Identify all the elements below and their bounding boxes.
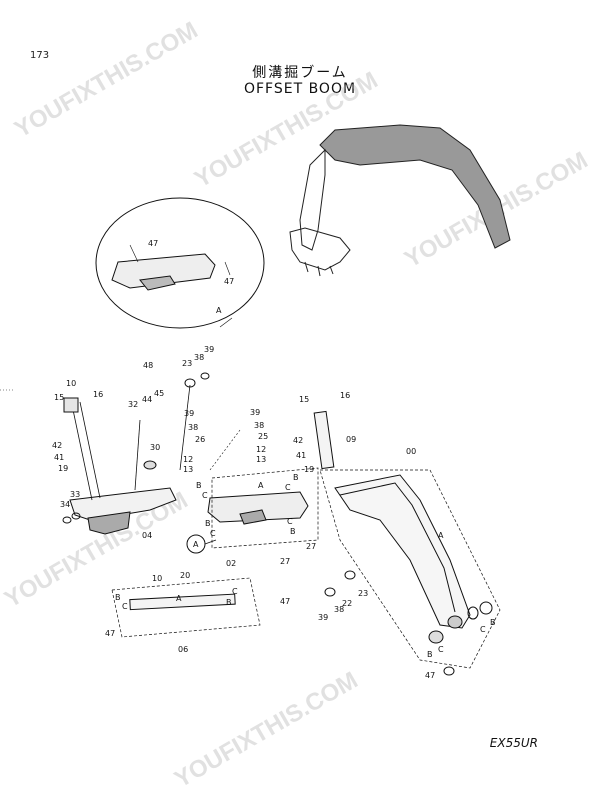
- page-number: 173: [30, 50, 50, 61]
- callout-13: 13: [256, 455, 266, 464]
- callout-47: 47: [148, 239, 158, 248]
- callout-39: 39: [250, 408, 260, 417]
- callout-41: 41: [54, 453, 64, 462]
- callout-27: 27: [280, 557, 290, 566]
- callout-30: 30: [150, 443, 160, 452]
- callout-22: 22: [342, 599, 352, 608]
- callout-C: C: [285, 483, 291, 492]
- callout-A: A: [176, 594, 182, 603]
- callout-42: 42: [52, 441, 62, 450]
- callout-B: B: [196, 481, 202, 490]
- callout-10: 10: [152, 574, 162, 583]
- callout-B: B: [293, 473, 299, 482]
- callout-23: 23: [182, 359, 192, 368]
- detail-circle-a: [95, 197, 265, 329]
- callout-23: 23: [358, 589, 368, 598]
- callout-45: 45: [154, 389, 164, 398]
- marker-a-label: A: [193, 540, 199, 549]
- callout-C: C: [232, 587, 238, 596]
- callout-47: 47: [224, 277, 234, 286]
- callout-33: 33: [70, 490, 80, 499]
- callout-39: 39: [318, 613, 328, 622]
- callout-38: 38: [334, 605, 344, 614]
- callout-A: A: [258, 481, 264, 490]
- callout-06: 06: [178, 645, 188, 654]
- callout-00: 00: [406, 447, 416, 456]
- callout-13: 13: [183, 465, 193, 474]
- callout-C: C: [480, 625, 486, 634]
- callout-A: A: [216, 306, 222, 315]
- callout-09: 09: [346, 435, 356, 444]
- callout-34: 34: [60, 500, 70, 509]
- callout-26: 26: [195, 435, 205, 444]
- callout-12: 12: [256, 445, 266, 454]
- callout-19: 19: [58, 464, 68, 473]
- model-code: EX55UR: [489, 736, 538, 750]
- callout-B: B: [226, 598, 232, 607]
- callout-C: C: [202, 491, 208, 500]
- parts-diagram: 47 47 A 48 23 38 39 10 15 16 32 44 45 42…: [0, 124, 511, 680]
- callout-16: 16: [93, 390, 103, 399]
- callout-41: 41: [296, 451, 306, 460]
- callout-12: 12: [183, 455, 193, 464]
- callout-10: 10: [66, 379, 76, 388]
- callout-15: 15: [299, 395, 309, 404]
- callout-16: 16: [340, 391, 350, 400]
- callout-15: 15: [54, 393, 64, 402]
- callout-20: 20: [180, 571, 190, 580]
- callout-02: 02: [226, 559, 236, 568]
- callout-B: B: [290, 527, 296, 536]
- callout-38: 38: [254, 421, 264, 430]
- callout-38: 38: [188, 423, 198, 432]
- callout-04: 04: [142, 531, 152, 540]
- callout-38: 38: [194, 353, 204, 362]
- callout-B: B: [490, 618, 496, 627]
- callout-C: C: [287, 517, 293, 526]
- callout-39: 39: [184, 409, 194, 418]
- callout-47: 47: [280, 597, 290, 606]
- title-japanese: 側溝掘ブーム: [252, 65, 348, 81]
- callout-C: C: [122, 602, 128, 611]
- callout-B: B: [205, 519, 211, 528]
- title-english: OFFSET BOOM: [243, 81, 357, 97]
- callout-C: C: [210, 529, 216, 538]
- callout-32: 32: [128, 400, 138, 409]
- callout-39: 39: [204, 345, 214, 354]
- callout-B: B: [427, 650, 433, 659]
- callout-19: 19: [304, 465, 314, 474]
- callout-47: 47: [425, 671, 435, 680]
- callout-48: 48: [143, 361, 153, 370]
- callout-42: 42: [293, 436, 303, 445]
- callout-A: A: [438, 531, 444, 540]
- excavator-overview: [289, 124, 511, 277]
- callout-C: C: [438, 645, 444, 654]
- callout-25: 25: [258, 432, 268, 441]
- callout-B: B: [115, 593, 121, 602]
- callout-27: 27: [306, 542, 316, 551]
- callout-47: 47: [105, 629, 115, 638]
- callout-44: 44: [142, 395, 152, 404]
